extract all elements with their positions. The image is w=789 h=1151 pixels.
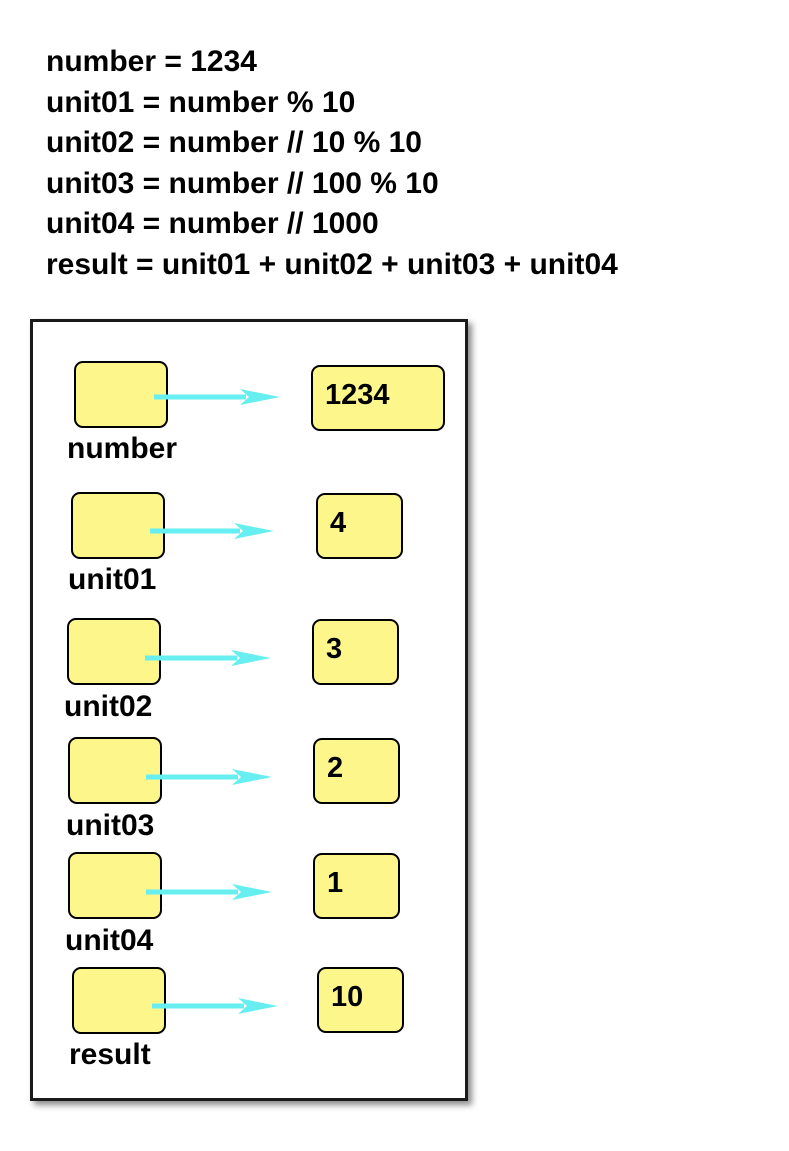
code-line-unit01: unit01 = number % 10 xyxy=(46,85,356,119)
variable-box-unit02 xyxy=(67,618,161,685)
code-line-unit02: unit02 = number // 10 % 10 xyxy=(46,126,422,160)
variable-box-result xyxy=(72,967,166,1034)
variable-box-unit01 xyxy=(71,492,165,559)
value-box-unit04: 1 xyxy=(313,853,400,919)
variable-label-number: number xyxy=(67,432,178,465)
arrow-icon xyxy=(146,769,272,785)
variable-label-result: result xyxy=(69,1038,151,1071)
variable-label-unit03: unit03 xyxy=(66,809,155,842)
variable-label-unit01: unit01 xyxy=(68,563,157,596)
code-line-number: number = 1234 xyxy=(46,45,257,78)
value-box-number: 1234 xyxy=(311,365,445,431)
variable-box-number xyxy=(74,361,168,428)
value-text-unit01: 4 xyxy=(330,507,347,539)
code-line-unit04: unit04 = number // 1000 xyxy=(46,207,379,241)
variable-label-unit02: unit02 xyxy=(64,690,153,723)
value-text-unit04: 1 xyxy=(327,867,344,899)
value-text-unit03: 2 xyxy=(327,752,344,784)
arrow-icon xyxy=(152,998,278,1014)
variable-box-unit03 xyxy=(68,737,162,804)
value-box-unit02: 3 xyxy=(312,619,399,685)
value-box-unit03: 2 xyxy=(313,738,400,804)
value-text-number: 1234 xyxy=(325,379,390,411)
arrow-icon xyxy=(154,389,280,405)
code-line-result: result = unit01 + unit02 + unit03 + unit… xyxy=(46,247,618,281)
variable-label-unit04: unit04 xyxy=(65,924,154,957)
arrow-icon xyxy=(145,650,271,666)
code-listing: number = 1234 unit01 = number % 10 unit0… xyxy=(46,42,618,286)
value-box-unit01: 4 xyxy=(316,493,403,559)
variable-box-unit04 xyxy=(68,852,162,919)
value-text-result: 10 xyxy=(331,981,364,1013)
value-text-unit02: 3 xyxy=(326,633,343,665)
arrow-icon xyxy=(146,884,272,900)
code-line-unit03: unit03 = number // 100 % 10 xyxy=(46,166,439,200)
value-box-result: 10 xyxy=(317,967,404,1033)
arrow-icon xyxy=(150,523,274,539)
